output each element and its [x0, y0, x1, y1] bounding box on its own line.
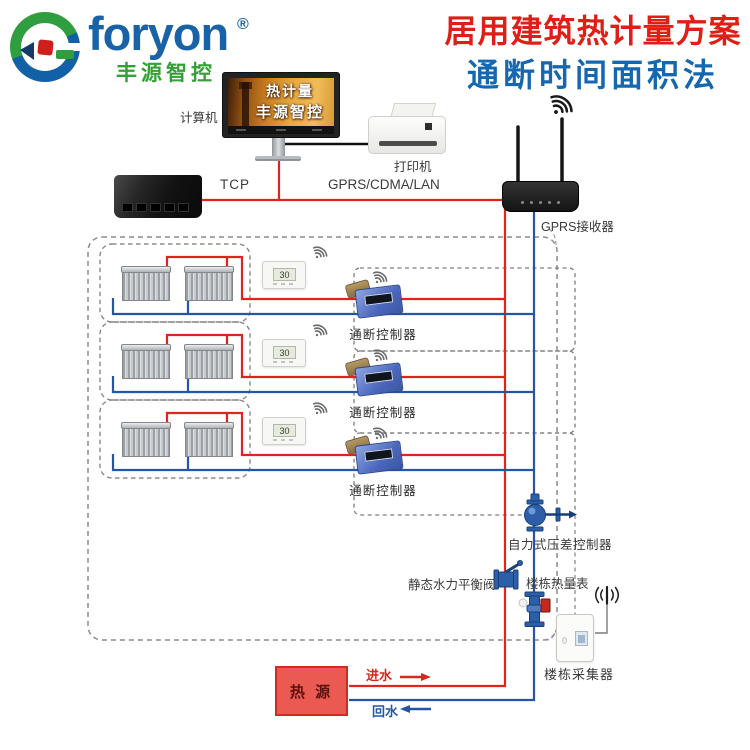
- screen-text-line2: 丰源智控: [255, 104, 324, 121]
- controller-display: [364, 370, 394, 384]
- collector-display: [575, 631, 588, 646]
- radiator: [121, 344, 171, 379]
- thermostat-display: 30: [273, 268, 296, 281]
- return-arrow: [400, 705, 431, 713]
- on-off-controller: [344, 434, 406, 480]
- floor3-boundary: [99, 399, 251, 479]
- radiator: [121, 266, 171, 301]
- wifi-icon: [543, 90, 577, 122]
- monitor-base: [255, 156, 301, 161]
- printer: [368, 116, 446, 154]
- radiator: [184, 344, 234, 379]
- balance-valve-label: 静态水力平衡阀: [408, 578, 496, 592]
- meter-icon: [518, 591, 551, 627]
- switch-ports: [122, 203, 189, 212]
- controller-body: [354, 284, 404, 319]
- radiator: [184, 266, 234, 301]
- controller-display: [364, 448, 394, 462]
- antenna-lead: [595, 604, 608, 634]
- return-riser: [349, 211, 536, 702]
- supply-riser: [200, 198, 507, 688]
- floor-unit-2: 30 通断控制器: [0, 322, 750, 434]
- monitor-screen: 热计量 丰源智控: [228, 78, 334, 126]
- controller-label: 通断控制器: [349, 328, 417, 342]
- printer-button: [425, 123, 432, 130]
- radiator: [184, 422, 234, 457]
- floor-unit-3: 30 通断控制器: [0, 400, 750, 512]
- pressure-controller-label: 自力式压差控制器: [508, 538, 613, 552]
- building-collector: [556, 614, 594, 662]
- screen-silhouette: [239, 82, 252, 126]
- printer-label: 打印机: [394, 160, 432, 174]
- screen-text-line1: 热计量: [266, 83, 314, 99]
- receiver-antenna-icons: [516, 117, 564, 184]
- on-off-controller: [344, 356, 406, 402]
- page-title-line2: 通断时间面积法: [466, 56, 719, 94]
- registered-mark: ®: [237, 16, 249, 33]
- floor-unit-1: 30 通断控制器: [0, 244, 750, 356]
- gprs-receiver-label: GPRS接收器: [541, 220, 614, 234]
- printer-slot: [379, 141, 437, 146]
- controller-body: [354, 440, 404, 475]
- controller-label: 通断控制器: [349, 484, 417, 498]
- antenna-icon: [595, 585, 619, 606]
- heat-source-box: 热 源: [275, 666, 348, 716]
- page-title-line1: 居用建筑热计量方案: [444, 12, 742, 50]
- return-water-label: 回水: [372, 704, 399, 719]
- valve-icon: [493, 560, 523, 590]
- floor2-boundary: [99, 321, 251, 401]
- thermostat-display: 30: [273, 424, 296, 437]
- computer-monitor: 热计量 丰源智控: [222, 72, 340, 138]
- supply-pipes: [165, 161, 507, 688]
- supply-arrow: [400, 673, 431, 681]
- thermostat-display: 30: [273, 346, 296, 359]
- controller-display: [364, 292, 394, 306]
- pump-icon: [524, 493, 577, 532]
- brand-logo-icon: [10, 12, 82, 82]
- brand-subtitle: 丰源智控: [116, 62, 216, 85]
- computer-label: 计算机: [180, 111, 218, 125]
- room-thermostat: 30: [262, 261, 306, 289]
- supply-water-label: 进水: [366, 668, 393, 683]
- gprs-receiver: [502, 181, 579, 212]
- floor-unit-boundaries: [99, 243, 251, 479]
- heat-meter-label: 楼栋热量表: [526, 577, 589, 591]
- on-off-controller: [344, 278, 406, 324]
- network-switch: [114, 175, 202, 218]
- controller-body: [354, 362, 404, 397]
- tcp-label: TCP: [220, 177, 250, 192]
- monitor-stand: [272, 138, 285, 157]
- floor1-boundary: [99, 243, 251, 323]
- room-thermostat: 30: [262, 339, 306, 367]
- monitor-controls: [228, 126, 334, 134]
- radiator: [121, 422, 171, 457]
- zone3-boundary: [353, 432, 576, 516]
- collector-button: [562, 637, 567, 644]
- gprs-link-label: GPRS/CDMA/LAN: [328, 177, 440, 192]
- collector-label: 楼栋采集器: [544, 667, 615, 682]
- brand-name: foryon: [88, 7, 229, 60]
- controller-label: 通断控制器: [349, 406, 417, 420]
- room-thermostat: 30: [262, 417, 306, 445]
- receiver-leds: [521, 201, 560, 204]
